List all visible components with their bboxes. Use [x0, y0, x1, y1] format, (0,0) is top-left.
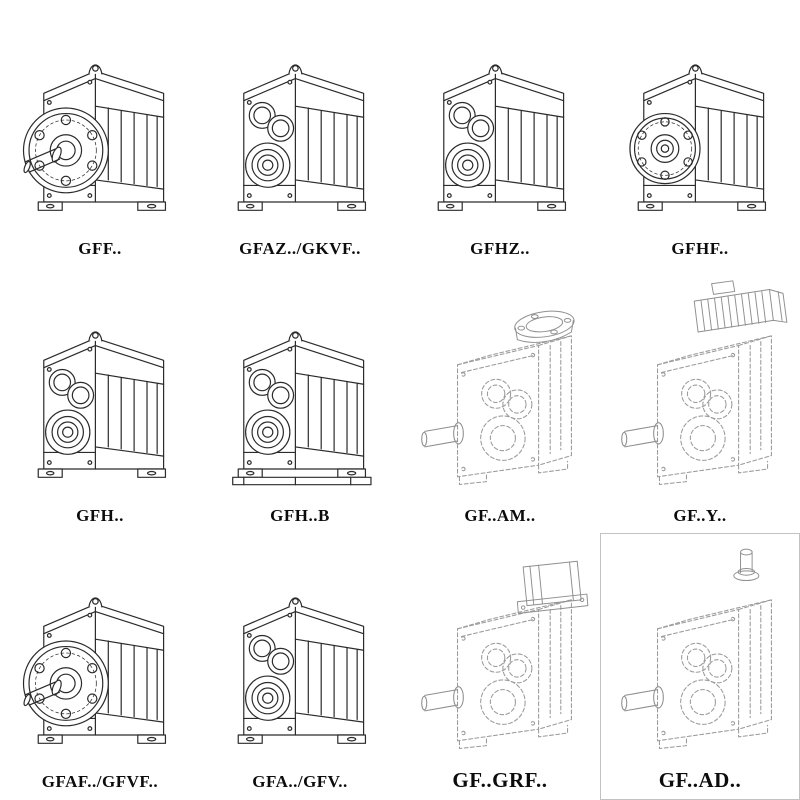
phantom-gearbox-input-shaft-illustration — [601, 540, 799, 762]
gearbox-model-label: GFA../GFV.. — [252, 772, 348, 792]
catalog-cell-gf-grf: GF..GRF.. — [400, 533, 600, 800]
phantom-gearbox-adapter-illustration — [401, 540, 599, 762]
gearbox-model-label: GFH..B — [270, 505, 330, 525]
catalog-cell-gfh-b: GFH..B — [200, 267, 400, 534]
gearbox-drawing-gff — [0, 0, 200, 240]
gearbox-model-label: GF..AD.. — [658, 767, 742, 792]
catalog-cell-gff: GFF.. — [0, 0, 200, 267]
catalog-cell-gfaf-gfvf: GFAF../GFVF.. — [0, 533, 200, 800]
hollow-shaft-gearbox-illustration — [212, 547, 388, 759]
base-mounted-gearbox-illustration — [212, 281, 388, 493]
gearbox-model-label: GF..GRF.. — [452, 767, 548, 792]
catalog-cell-gfhf: GFHF.. — [600, 0, 800, 267]
gearbox-model-label: GFHF.. — [671, 238, 729, 258]
phantom-gearbox-input-flange-illustration — [401, 276, 599, 498]
flange-shaft-gearbox-illustration — [12, 14, 188, 226]
gearbox-model-label: GFHZ.. — [470, 238, 530, 258]
catalog-cell-gf-ad: GF..AD.. — [600, 533, 800, 800]
gearbox-drawing-gf-ad — [600, 533, 800, 769]
gearbox-drawing-gfh — [0, 267, 200, 507]
gearbox-drawing-gfhf — [600, 0, 800, 240]
phantom-gearbox-motor-illustration — [601, 276, 799, 498]
catalog-cell-gfhz: GFHZ.. — [400, 0, 600, 267]
gearbox-model-label: GF..Y.. — [673, 505, 727, 525]
hollow-shaft-gearbox-illustration — [212, 14, 388, 226]
hollow-shaft-gearbox-illustration — [12, 281, 188, 493]
gearbox-drawing-gfaf-gfvf — [0, 533, 200, 773]
gearbox-model-label: GFF.. — [78, 238, 122, 258]
catalog-cell-gfh: GFH.. — [0, 267, 200, 534]
gearbox-drawing-gfaz-gkvf — [200, 0, 400, 240]
catalog-cell-gf-y: GF..Y.. — [600, 267, 800, 534]
hollow-shaft-gearbox-illustration — [412, 14, 588, 226]
catalog-cell-gfaz-gkvf: GFAZ../GKVF.. — [200, 0, 400, 267]
gearbox-drawing-gf-y — [600, 267, 800, 507]
flange-mounted-gearbox-illustration — [612, 14, 788, 226]
gearbox-model-label: GFH.. — [76, 505, 124, 525]
gearbox-model-label: GF..AM.. — [464, 505, 536, 525]
gearbox-drawing-gfhz — [400, 0, 600, 240]
gearbox-model-label: GFAF../GFVF.. — [41, 772, 159, 792]
gearbox-drawing-gf-grf — [400, 533, 600, 769]
gearbox-drawing-gfh-b — [200, 267, 400, 507]
gearbox-drawing-gf-am — [400, 267, 600, 507]
flange-shaft-gearbox-illustration — [12, 547, 188, 759]
catalog-cell-gfa-gfv: GFA../GFV.. — [200, 533, 400, 800]
gearbox-model-label: GFAZ../GKVF.. — [239, 238, 361, 258]
catalog-cell-gf-am: GF..AM.. — [400, 267, 600, 534]
gearbox-drawing-gfa-gfv — [200, 533, 400, 773]
